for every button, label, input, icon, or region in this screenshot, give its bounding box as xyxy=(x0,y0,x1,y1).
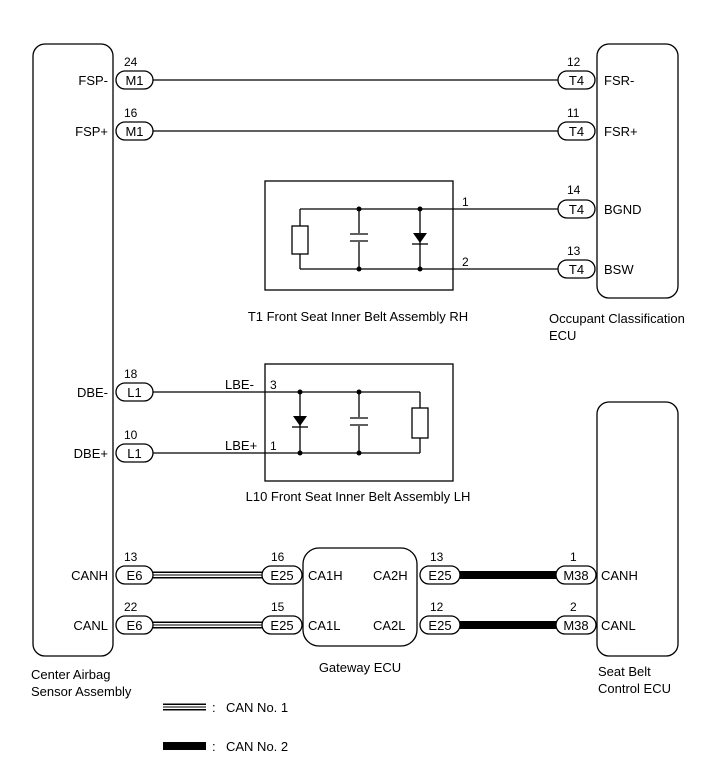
occupant-ecu-box xyxy=(596,43,679,299)
connector-t4-a: T4 xyxy=(557,70,596,90)
legend-can2: : CAN No. 2 xyxy=(163,739,288,754)
t1-internal-circuit xyxy=(291,206,428,272)
signal-ca2l: CA2L xyxy=(373,618,406,633)
legend-can1: : CAN No. 1 xyxy=(163,700,288,715)
caption-l10-assembly: L10 Front Seat Inner Belt Assembly LH xyxy=(246,489,471,504)
signal-bsw: BSW xyxy=(604,262,634,277)
svg-text::: : xyxy=(212,739,216,754)
connector-e25-c: E25 xyxy=(419,565,461,585)
connector-m38-a: M38 xyxy=(555,565,597,585)
pin-24: 24 xyxy=(124,55,138,69)
svg-text:T4: T4 xyxy=(569,202,584,217)
connector-e25-d: E25 xyxy=(419,615,461,635)
pin-sb2: 2 xyxy=(570,600,577,614)
connector-t4-b: T4 xyxy=(557,121,596,141)
pin-14: 14 xyxy=(567,183,581,197)
signal-lbe-plus: LBE+ xyxy=(225,438,257,453)
t1-assembly-box xyxy=(264,180,454,291)
pin-13-e6: 13 xyxy=(124,550,138,564)
caption-t1-assembly: T1 Front Seat Inner Belt Assembly RH xyxy=(248,309,468,324)
connector-t4-c: T4 xyxy=(557,199,596,219)
pin-g16: 16 xyxy=(271,550,285,564)
svg-text:M38: M38 xyxy=(563,568,588,583)
svg-text:M38: M38 xyxy=(563,618,588,633)
pin-18: 18 xyxy=(124,367,138,381)
connector-l1-a: L1 xyxy=(115,382,154,402)
pin-11: 11 xyxy=(567,106,580,120)
connector-e25-a: E25 xyxy=(261,565,303,585)
signal-lbe-minus: LBE- xyxy=(225,377,254,392)
signal-fsr-minus: FSR- xyxy=(604,73,634,88)
seat-belt-ecu-box xyxy=(596,401,679,657)
legend-can1-label: CAN No. 1 xyxy=(226,700,288,715)
connector-e25-b: E25 xyxy=(261,615,303,635)
pin-16: 16 xyxy=(124,106,138,120)
connector-m38-b: M38 xyxy=(555,615,597,635)
svg-text:M1: M1 xyxy=(125,73,143,88)
signal-dbe-plus: DBE+ xyxy=(74,446,108,461)
signal-sb-canh: CANH xyxy=(601,568,638,583)
svg-text:E25: E25 xyxy=(270,618,293,633)
pin-g12: 12 xyxy=(430,600,444,614)
signal-fsp-plus: FSP+ xyxy=(75,124,108,139)
pin-t1-2: 2 xyxy=(462,255,469,269)
svg-text:E25: E25 xyxy=(428,618,451,633)
pin-g15: 15 xyxy=(271,600,285,614)
pin-13-t4: 13 xyxy=(567,244,581,258)
svg-text:M1: M1 xyxy=(125,124,143,139)
pin-10: 10 xyxy=(124,428,138,442)
connector-m1-b: M1 xyxy=(115,121,154,141)
pin-g13: 13 xyxy=(430,550,444,564)
connector-e6-b: E6 xyxy=(115,615,154,635)
svg-text:T4: T4 xyxy=(569,124,584,139)
svg-text:L1: L1 xyxy=(127,385,141,400)
connector-l1-b: L1 xyxy=(115,443,154,463)
pin-t1-1: 1 xyxy=(462,195,469,209)
pin-l10-3: 3 xyxy=(270,378,277,392)
pin-sb1: 1 xyxy=(570,550,577,564)
l10-assembly-box xyxy=(264,363,454,482)
svg-text:E25: E25 xyxy=(270,568,293,583)
signal-dbe-minus: DBE- xyxy=(77,385,108,400)
signal-fsp-minus: FSP- xyxy=(78,73,108,88)
caption-gateway-ecu: Gateway ECU xyxy=(319,660,401,675)
signal-sb-canl: CANL xyxy=(601,618,636,633)
pin-l10-1: 1 xyxy=(270,439,277,453)
pin-22: 22 xyxy=(124,600,138,614)
connector-t4-d: T4 xyxy=(557,259,596,279)
l10-internal-circuit xyxy=(292,389,429,456)
signal-ca2h: CA2H xyxy=(373,568,408,583)
legend-can2-label: CAN No. 2 xyxy=(226,739,288,754)
svg-text:T4: T4 xyxy=(569,262,584,277)
signal-ca1h: CA1H xyxy=(308,568,343,583)
svg-text:E6: E6 xyxy=(127,618,143,633)
connector-m1-a: M1 xyxy=(115,70,154,90)
svg-text:E25: E25 xyxy=(428,568,451,583)
svg-text:T4: T4 xyxy=(569,73,584,88)
svg-text::: : xyxy=(212,700,216,715)
signal-ca1l: CA1L xyxy=(308,618,341,633)
signal-canl: CANL xyxy=(73,618,108,633)
signal-fsr-plus: FSR+ xyxy=(604,124,638,139)
connector-e6-a: E6 xyxy=(115,565,154,585)
gateway-ecu-box xyxy=(302,547,418,647)
signal-bgnd: BGND xyxy=(604,202,642,217)
svg-text:L1: L1 xyxy=(127,446,141,461)
pin-12-t4: 12 xyxy=(567,55,581,69)
svg-text:E6: E6 xyxy=(127,568,143,583)
center-airbag-box xyxy=(32,43,114,657)
signal-canh: CANH xyxy=(71,568,108,583)
